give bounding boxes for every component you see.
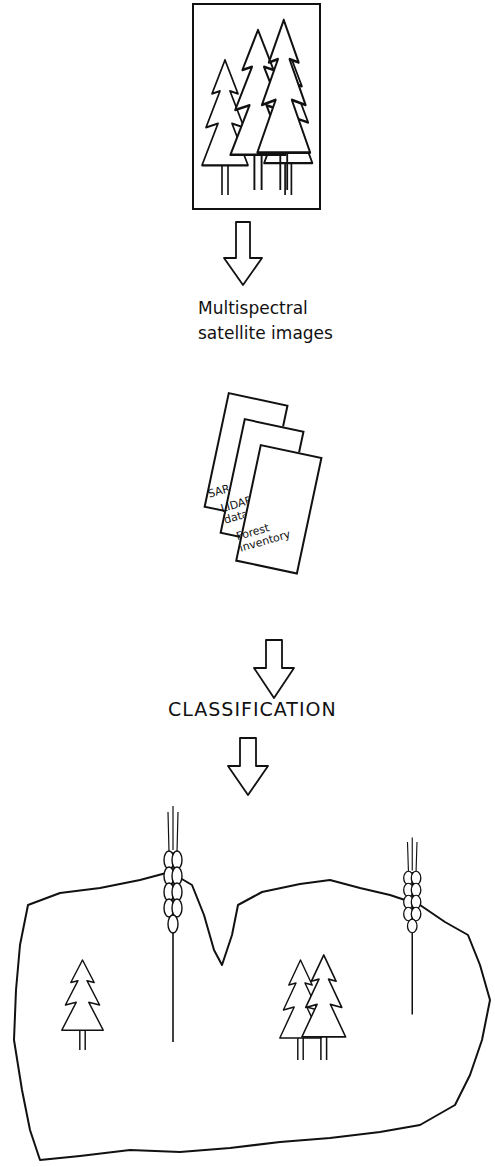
step-label: CLASSIFICATION bbox=[168, 696, 368, 724]
page-label: Forest inventory bbox=[235, 517, 294, 555]
forest-trees bbox=[202, 20, 312, 195]
map-symbols bbox=[62, 806, 421, 1060]
input-caption: Multispectral satellite images bbox=[198, 296, 348, 345]
forest-frame bbox=[193, 4, 320, 209]
